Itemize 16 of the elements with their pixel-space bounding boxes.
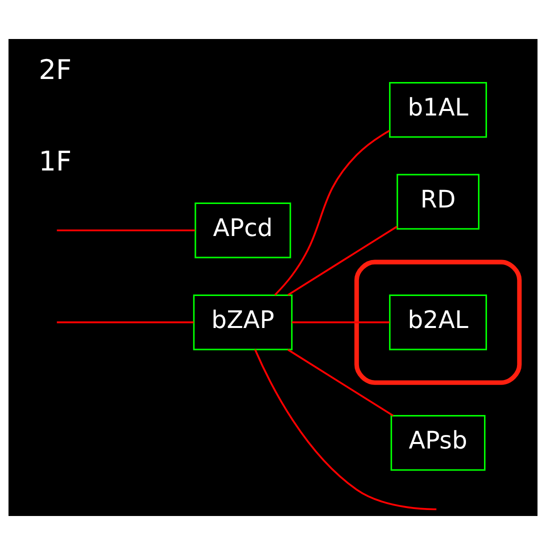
connector	[287, 226, 398, 296]
node-box: APsb	[390, 415, 486, 471]
connector	[56, 230, 196, 232]
connector	[56, 321, 194, 324]
connector	[292, 321, 390, 324]
label: 1F	[38, 146, 72, 178]
node-box: bZAP	[193, 294, 293, 350]
node-box: b2AL	[389, 294, 487, 350]
node-box: APcd	[194, 202, 292, 258]
connector	[274, 130, 390, 296]
cluster	[354, 260, 522, 385]
connector	[287, 348, 394, 416]
node-box: RD	[396, 174, 480, 230]
connector	[254, 349, 436, 510]
node-box: b1AL	[389, 82, 487, 138]
label: 2F	[38, 54, 72, 86]
